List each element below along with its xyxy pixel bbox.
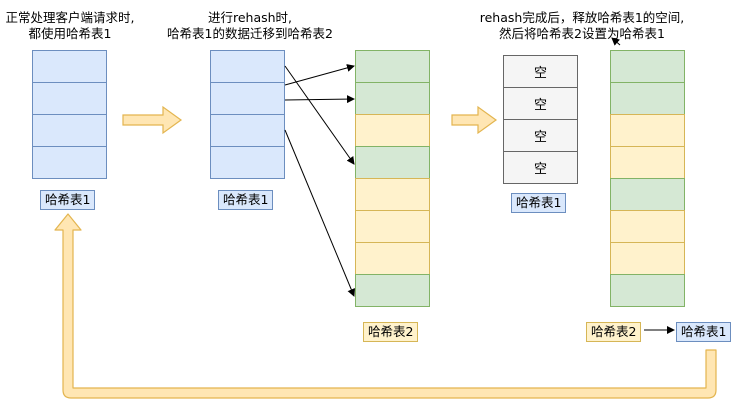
empty-bucket: 空 bbox=[503, 151, 578, 184]
bucket bbox=[355, 50, 430, 83]
caption-step3-line1: rehash完成后，释放哈希表1的空间, bbox=[479, 10, 685, 25]
migrate-arrow bbox=[284, 65, 355, 165]
hash-table-1-stage1 bbox=[32, 50, 107, 179]
hash-table-2-stage2 bbox=[355, 50, 430, 307]
migrate-arrow bbox=[284, 64, 355, 86]
empty-bucket: 空 bbox=[503, 55, 578, 88]
bucket bbox=[610, 274, 685, 307]
label-table1-stage3: 哈希表1 bbox=[511, 193, 567, 213]
caption-pointer-arrow bbox=[611, 37, 621, 46]
label-table1-stage2: 哈希表1 bbox=[218, 190, 274, 210]
caption-step3: rehash完成后，释放哈希表1的空间, 然后将哈希表2设置为哈希表1 bbox=[462, 10, 702, 42]
bucket bbox=[355, 210, 430, 243]
hash-table-1-freed: 空 空 空 空 bbox=[503, 55, 578, 184]
caption-step1-line1: 正常处理客户端请求时, bbox=[5, 10, 135, 25]
label-table2-stage3: 哈希表2 bbox=[586, 322, 642, 342]
block-arrow-right-2 bbox=[451, 105, 498, 135]
bucket bbox=[210, 82, 285, 115]
hash-table-2-stage3 bbox=[610, 50, 685, 307]
caption-step1-line2: 都使用哈希表1 bbox=[28, 26, 112, 41]
bucket bbox=[355, 82, 430, 115]
bucket bbox=[210, 146, 285, 179]
bucket bbox=[355, 274, 430, 307]
caption-step2-line2: 哈希表1的数据迁移到哈希表2 bbox=[167, 26, 333, 41]
hash-table-1-stage2 bbox=[210, 50, 285, 179]
bucket bbox=[610, 146, 685, 179]
caption-step3-line2: 然后将哈希表2设置为哈希表1 bbox=[499, 26, 665, 41]
bucket bbox=[355, 114, 430, 147]
caption-step2: 进行rehash时, 哈希表1的数据迁移到哈希表2 bbox=[150, 10, 350, 42]
bucket bbox=[610, 210, 685, 243]
bucket bbox=[610, 242, 685, 275]
bucket bbox=[32, 146, 107, 179]
migrate-arrow bbox=[284, 129, 356, 297]
return-arrow bbox=[54, 213, 717, 399]
caption-step1: 正常处理客户端请求时, 都使用哈希表1 bbox=[0, 10, 140, 42]
caption-step2-line1: 进行rehash时, bbox=[207, 10, 293, 25]
label-table2-stage2: 哈希表2 bbox=[363, 322, 419, 342]
migrate-arrow bbox=[284, 95, 355, 104]
bucket bbox=[355, 178, 430, 211]
label-new-table1: 哈希表1 bbox=[676, 322, 732, 342]
bucket bbox=[610, 82, 685, 115]
block-arrow-right-1 bbox=[122, 105, 183, 135]
label-table1-stage1: 哈希表1 bbox=[40, 190, 96, 210]
bucket bbox=[32, 114, 107, 147]
empty-bucket: 空 bbox=[503, 119, 578, 152]
bucket bbox=[355, 146, 430, 179]
